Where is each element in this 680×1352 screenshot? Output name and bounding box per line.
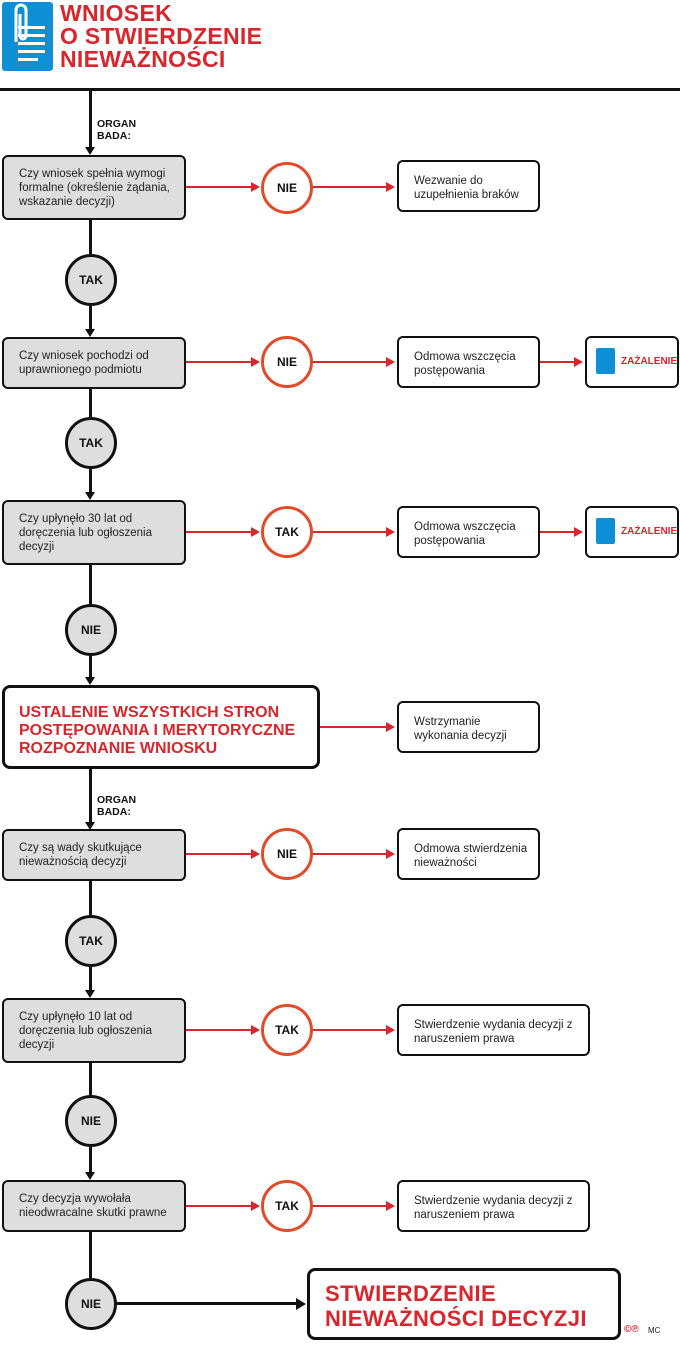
arrow-head xyxy=(386,849,395,859)
branch-circle: NIE xyxy=(261,336,313,388)
connector-line xyxy=(89,967,92,990)
question-box: Czy są wady skutkujące nieważnością decy… xyxy=(2,829,186,881)
connector-line xyxy=(89,91,92,147)
page-title: WNIOSEK O STWIERDZENIE NIEWAŻNOŚCI xyxy=(60,0,263,72)
down-circle: NIE xyxy=(65,1278,117,1330)
connector-line xyxy=(89,1147,92,1172)
arrow-head xyxy=(251,1201,260,1211)
connector-line xyxy=(89,1232,92,1278)
connector-line xyxy=(89,220,92,254)
arrow-line xyxy=(313,853,389,855)
arrow-line xyxy=(313,1029,389,1031)
arrow-head xyxy=(574,527,583,537)
down-circle: TAK xyxy=(65,417,117,469)
appeal-box: ZAŻALENIE xyxy=(585,506,679,558)
arrow-head xyxy=(251,357,260,367)
arrow-head xyxy=(386,722,395,732)
document-clip-icon xyxy=(596,348,615,374)
arrow-line xyxy=(540,361,576,363)
connector-line xyxy=(89,881,92,915)
arrow-line xyxy=(320,726,389,728)
connector-arrowhead xyxy=(85,990,95,998)
arrow-line xyxy=(313,1205,389,1207)
publisher-logo: ©℗ xyxy=(624,1324,639,1335)
branch-circle: NIE xyxy=(261,162,313,214)
arrow-head xyxy=(251,182,260,192)
arrow-line xyxy=(186,531,254,533)
arrow-line xyxy=(540,531,576,533)
connector-arrowhead xyxy=(85,1172,95,1180)
branch-circle: TAK xyxy=(261,506,313,558)
connector-arrowhead xyxy=(85,147,95,155)
arrow-head xyxy=(386,1025,395,1035)
down-circle: TAK xyxy=(65,915,117,967)
author-initials: MC xyxy=(648,1326,661,1335)
arrow-head xyxy=(386,357,395,367)
final-outcome-box: STWIERDZENIE NIEWAŻNOŚCI DECYZJI xyxy=(307,1268,621,1340)
branch-circle: NIE xyxy=(261,828,313,880)
result-box: Wezwanie do uzupełnienia braków xyxy=(397,160,540,212)
down-circle: TAK xyxy=(65,254,117,306)
result-box: Odmowa wszczęcia postępowania xyxy=(397,336,540,388)
connector-line xyxy=(89,1063,92,1095)
branch-circle: TAK xyxy=(261,1180,313,1232)
arrow-head xyxy=(251,527,260,537)
question-box: Czy decyzja wywołała nieodwracalne skutk… xyxy=(2,1180,186,1232)
arrow-line xyxy=(186,1205,254,1207)
arrow-head xyxy=(386,1201,395,1211)
connector-line xyxy=(89,306,92,329)
arrow-line xyxy=(313,531,389,533)
result-box: Stwierdzenie wydania decyzji z naruszeni… xyxy=(397,1004,590,1056)
down-circle: NIE xyxy=(65,1095,117,1147)
connector-arrowhead xyxy=(85,329,95,337)
connector-line xyxy=(89,565,92,604)
connector-arrowhead xyxy=(85,677,95,685)
arrow-head xyxy=(296,1298,306,1310)
arrow-head xyxy=(251,1025,260,1035)
arrow-line xyxy=(186,361,254,363)
connector-line xyxy=(89,769,92,822)
arrow-head xyxy=(386,182,395,192)
appeal-box: ZAŻALENIE xyxy=(585,336,679,388)
document-clip-icon xyxy=(596,518,615,544)
arrow-line xyxy=(117,1302,297,1305)
question-box: Czy wniosek pochodzi od uprawnionego pod… xyxy=(2,337,186,389)
connector-line xyxy=(89,656,92,677)
connector-arrowhead xyxy=(85,492,95,500)
header-rule xyxy=(0,88,680,91)
arrow-head xyxy=(386,527,395,537)
arrow-line xyxy=(313,361,389,363)
arrow-line xyxy=(186,1029,254,1031)
connector-line xyxy=(89,389,92,417)
document-clip-icon xyxy=(2,2,53,71)
result-box: Wstrzymanie wykonania decyzji xyxy=(397,701,540,753)
question-box: Czy upłynęło 30 lat od doręczenia lub og… xyxy=(2,500,186,565)
result-box: Odmowa wszczęcia postępowania xyxy=(397,506,540,558)
arrow-line xyxy=(186,186,254,188)
question-box: Czy wniosek spełnia wymogi formalne (okr… xyxy=(2,155,186,220)
result-box: Odmowa stwierdzenia nieważności xyxy=(397,828,540,880)
arrow-line xyxy=(186,853,254,855)
merit-review-box: USTALENIE WSZYSTKICH STRON POSTĘPOWANIA … xyxy=(2,685,320,769)
connector-line xyxy=(89,469,92,492)
arrow-head xyxy=(251,849,260,859)
arrow-head xyxy=(574,357,583,367)
down-circle: NIE xyxy=(65,604,117,656)
connector-arrowhead xyxy=(85,822,95,830)
question-box: Czy upłynęło 10 lat od doręczenia lub og… xyxy=(2,998,186,1063)
arrow-line xyxy=(313,186,389,188)
result-box: Stwierdzenie wydania decyzji z naruszeni… xyxy=(397,1180,590,1232)
branch-circle: TAK xyxy=(261,1004,313,1056)
